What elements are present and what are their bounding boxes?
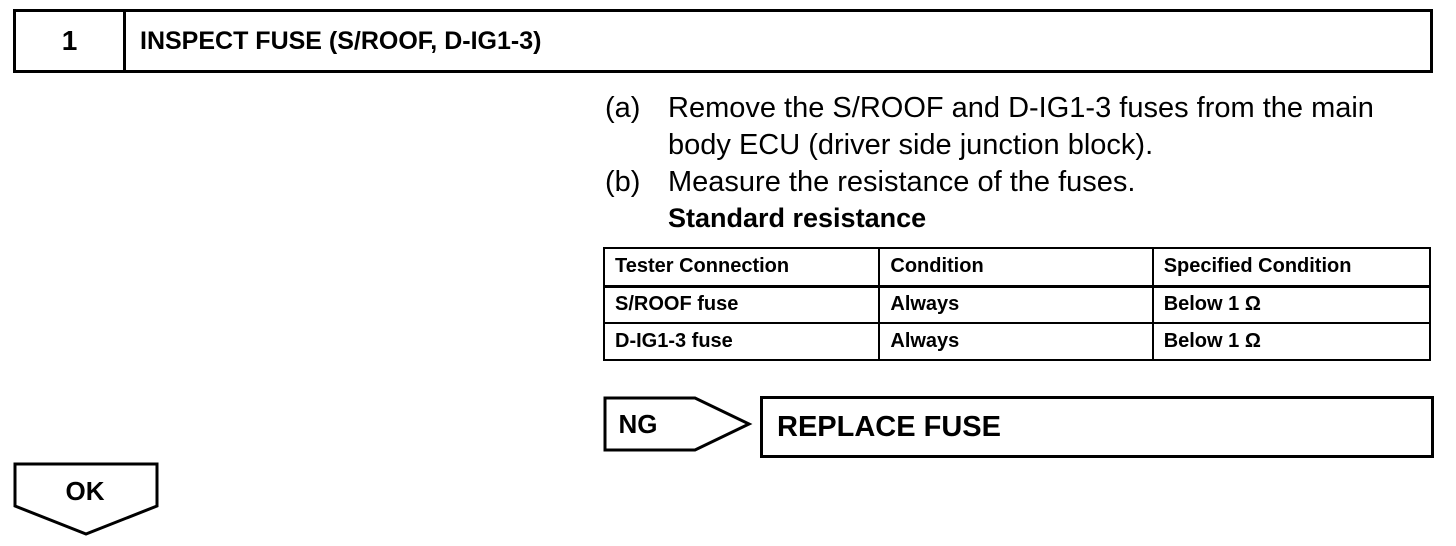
- table-row: D-IG1-3 fuse Always Below 1 Ω: [602, 322, 1432, 361]
- ng-label: NG: [618, 408, 658, 439]
- table-cell: Below 1 Ω: [1151, 322, 1432, 361]
- instruction-text: Remove the S/ROOF and D-IG1-3 fuses from…: [668, 92, 1374, 161]
- instruction-b: (b) Measure the resistance of the fuses.: [605, 164, 1435, 201]
- table-cell: D-IG1-3 fuse: [602, 322, 881, 361]
- step-title: INSPECT FUSE (S/ROOF, D-IG1-3): [140, 26, 542, 55]
- instruction-text: Measure the resistance of the fuses.: [668, 166, 1136, 198]
- instruction-a: (a) Remove the S/ROOF and D-IG1-3 fuses …: [605, 90, 1435, 164]
- table-header-row: Tester Connection Condition Specified Co…: [602, 247, 1432, 288]
- header-condition: Condition: [878, 247, 1154, 288]
- instruction-letter: (b): [605, 166, 641, 198]
- ok-label: OK: [65, 475, 105, 506]
- spec-table: Tester Connection Condition Specified Co…: [602, 247, 1432, 361]
- step-header: 1 INSPECT FUSE (S/ROOF, D-IG1-3): [13, 9, 1433, 73]
- table-cell: S/ROOF fuse: [602, 285, 881, 324]
- table-row: S/ROOF fuse Always Below 1 Ω: [602, 285, 1432, 324]
- standard-resistance-label: Standard resistance: [668, 203, 927, 233]
- header-specified-condition: Specified Condition: [1151, 247, 1432, 288]
- step-number: 1: [16, 12, 126, 70]
- ng-arrow-icon: [603, 396, 753, 452]
- instructions: (a) Remove the S/ROOF and D-IG1-3 fuses …: [605, 90, 1435, 235]
- table-cell: Below 1 Ω: [1151, 285, 1432, 324]
- ok-arrow-icon: [13, 462, 159, 536]
- ng-result-box: REPLACE FUSE: [760, 396, 1434, 458]
- table-cell: Always: [878, 322, 1154, 361]
- header-tester-connection: Tester Connection: [602, 247, 881, 288]
- table-cell: Always: [878, 285, 1154, 324]
- instruction-letter: (a): [605, 92, 641, 124]
